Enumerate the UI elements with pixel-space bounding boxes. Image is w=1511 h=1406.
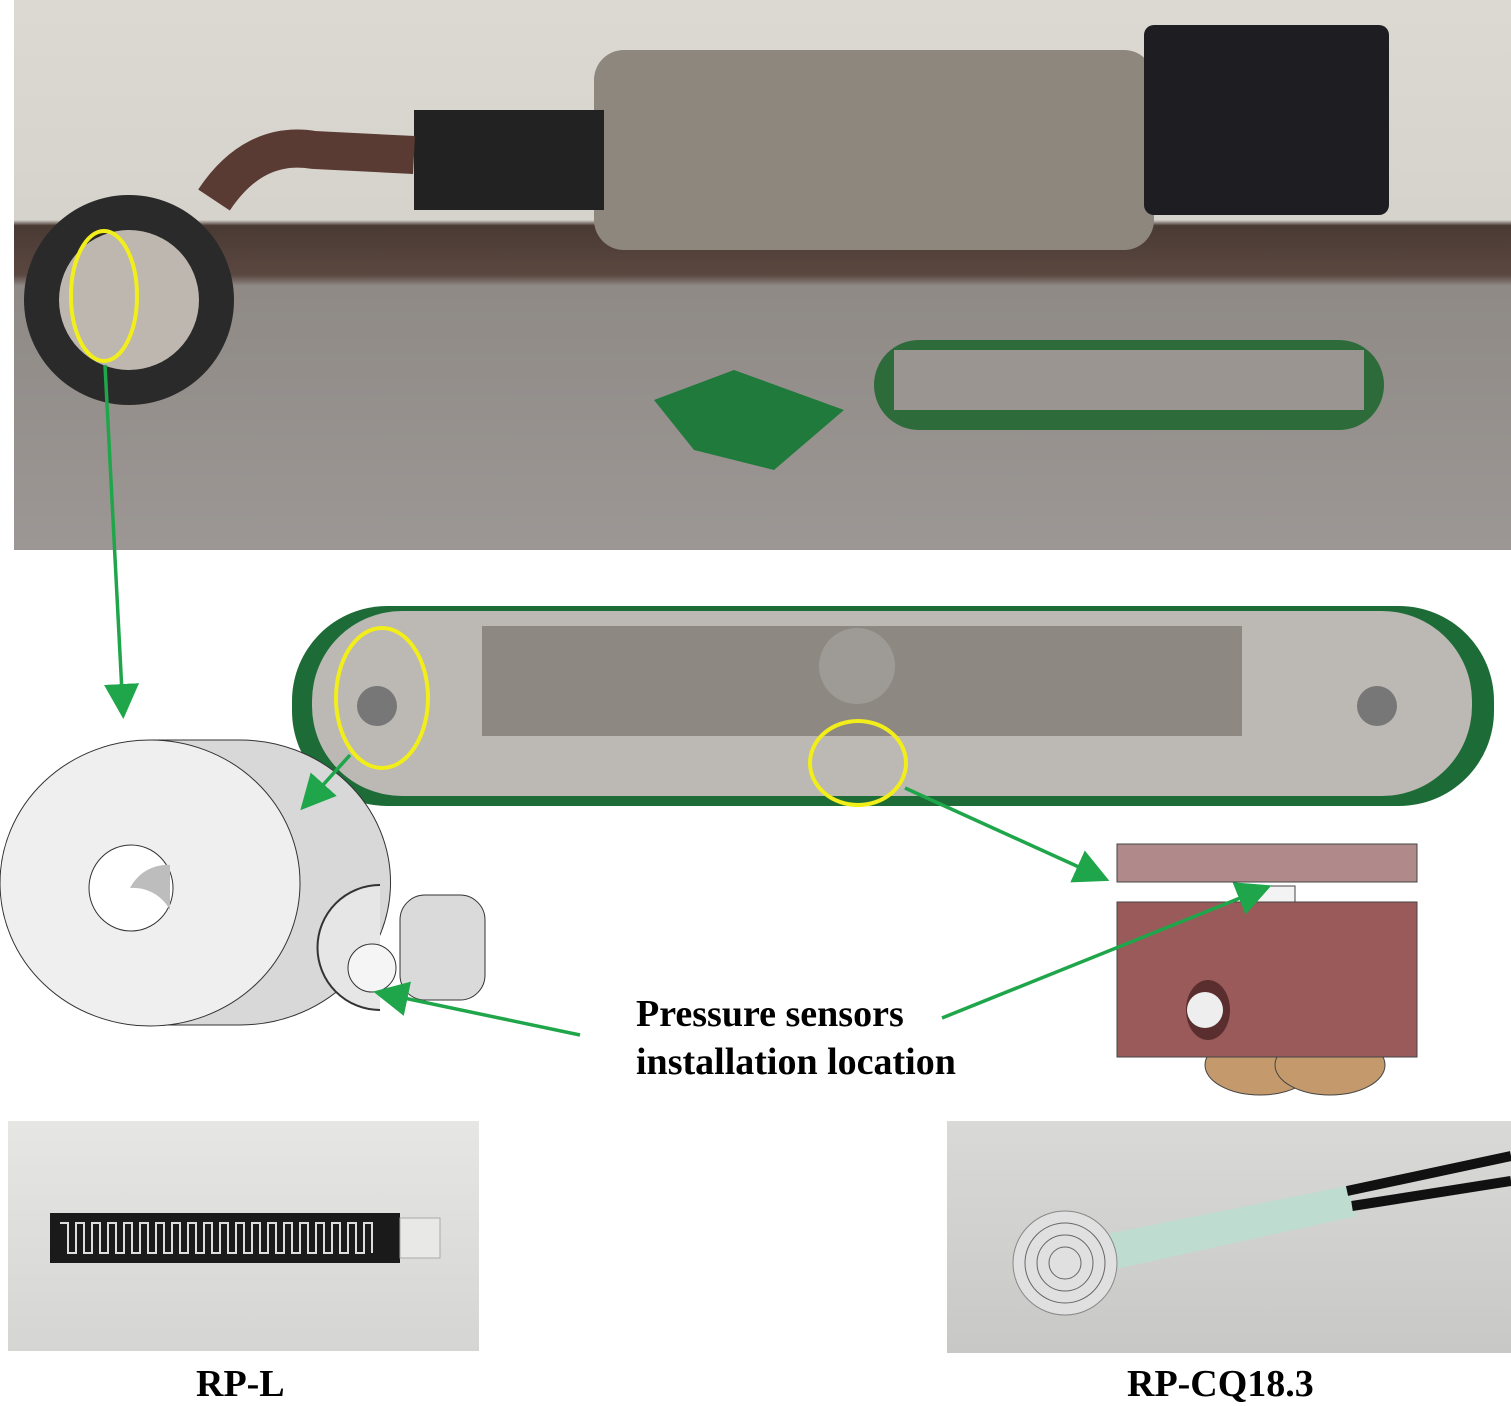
control-board: [654, 370, 844, 470]
bushing-pin: [347, 943, 397, 993]
bushing-body: [399, 894, 486, 1001]
rp-cq-ring-1: [1024, 1222, 1106, 1304]
hex-bolt-left: [357, 686, 397, 726]
rp-l-tail: [399, 1217, 441, 1259]
rp-cq-ring-3: [1048, 1246, 1082, 1280]
rp-cq-wires: [1345, 1151, 1511, 1211]
motor-housing: [1144, 25, 1389, 215]
highlight-ellipse-roller: [808, 719, 908, 807]
track-closeup-drawing: [292, 606, 1494, 807]
arrow-label-to-sensor-pad: [941, 882, 1272, 1020]
rp-cq-sensor-photo: [947, 1121, 1511, 1353]
robot-photo: [14, 0, 1511, 550]
rp-cq-sensor-disc: [1012, 1210, 1118, 1316]
pressure-sensors-label: Pressure sensors installation location: [636, 990, 956, 1086]
wheel-hub: [59, 230, 199, 370]
center-nut: [819, 628, 895, 704]
sensor-top-plate: [1116, 843, 1418, 883]
rp-cq-ring-2: [1036, 1234, 1094, 1292]
track-frame: [894, 350, 1364, 410]
arrow-bolt-to-washer: [300, 753, 352, 811]
robot-cylinder-body: [594, 50, 1154, 250]
rp-l-sensor-drawing: [50, 1213, 441, 1263]
cad-models: [0, 739, 486, 1027]
bent-pipe: [198, 129, 415, 211]
washer-hole-shade: [130, 864, 170, 910]
arrow-wheel-to-washer: [103, 364, 140, 719]
arm-mount: [414, 110, 604, 210]
robot-photo-drawing: [24, 25, 1389, 470]
rp-cq-sensor-tail: [1097, 1186, 1357, 1271]
rp-cq-sensor-drawing: [1012, 1151, 1511, 1316]
hex-bolt-right: [1357, 686, 1397, 726]
caption-rp-cq: RP-CQ18.3: [1127, 1363, 1314, 1405]
pressure-label-line2: installation location: [636, 1041, 956, 1083]
highlight-ellipse-bolt: [334, 626, 430, 770]
block-pin: [1187, 992, 1223, 1028]
track-closeup-photo: [292, 586, 1494, 822]
rp-l-sensor-photo: [8, 1121, 479, 1351]
rp-l-electrode-pattern: [60, 1222, 373, 1254]
arrow-roller-to-block: [904, 786, 1110, 883]
caption-rp-l: RP-L: [196, 1363, 285, 1405]
arrow-label-to-bushing: [373, 981, 581, 1037]
pressure-label-line1: Pressure sensors: [636, 993, 904, 1035]
highlight-ellipse-wheel: [69, 229, 139, 363]
washer-hole: [88, 844, 174, 932]
